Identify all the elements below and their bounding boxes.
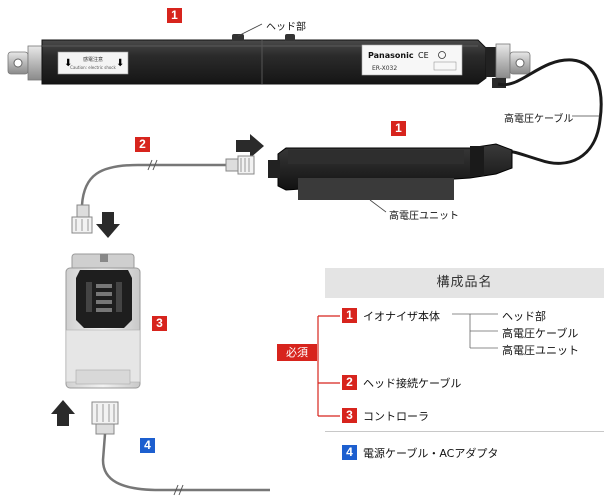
component-table-title: 構成品名 bbox=[436, 275, 493, 290]
sub-item-hv-unit: 高電圧ユニット bbox=[502, 344, 579, 357]
row-power-cable: 電源ケーブル・ACアダプタ bbox=[363, 447, 499, 460]
badge-4: 4 bbox=[140, 438, 155, 453]
svg-text:⬇: ⬇ bbox=[64, 58, 72, 69]
required-bracket bbox=[317, 315, 340, 417]
hv-cable-callout: 高電圧ケーブル bbox=[504, 114, 574, 125]
head-callout: ヘッド部 bbox=[266, 22, 306, 33]
table-badge-4: 4 bbox=[342, 445, 357, 460]
controller bbox=[65, 253, 141, 389]
sub-item-hv-cable: 高電圧ケーブル bbox=[502, 327, 579, 340]
required-tag: 必須 bbox=[277, 344, 317, 361]
table-badge-1: 1 bbox=[342, 308, 357, 323]
power-cable bbox=[91, 401, 270, 496]
ionizer-head: ⬇ ⬇ 感電注意 Caution: electric shock Panason… bbox=[7, 34, 531, 88]
component-table-header bbox=[325, 268, 604, 298]
table-badge-2: 2 bbox=[342, 375, 357, 390]
badge-1-unit: 1 bbox=[391, 121, 406, 136]
callout-line-hv-unit bbox=[369, 199, 387, 213]
badge-2: 2 bbox=[135, 137, 150, 152]
head-connection-cable bbox=[71, 155, 255, 234]
cert-mark: CE bbox=[418, 51, 429, 60]
warning-label-jp: 感電注意 bbox=[83, 56, 103, 63]
callout-line-head bbox=[237, 23, 263, 37]
badge-3: 3 bbox=[152, 316, 167, 331]
brand-label: Panasonic bbox=[368, 51, 414, 60]
brush-bristles bbox=[298, 178, 454, 200]
sub-item-head: ヘッド部 bbox=[502, 310, 546, 323]
hv-unit-callout: 高電圧ユニット bbox=[389, 211, 459, 222]
hv-cable bbox=[497, 58, 603, 165]
arrow-down-icon bbox=[96, 212, 120, 238]
table-badge-3: 3 bbox=[342, 408, 357, 423]
row-controller: コントローラ bbox=[363, 410, 429, 423]
arrow-up-icon bbox=[51, 400, 75, 426]
warning-label-en: Caution: electric shock bbox=[70, 65, 116, 70]
badge-1-head: 1 bbox=[167, 8, 182, 23]
row-head-cable: ヘッド接続ケーブル bbox=[363, 377, 462, 390]
component-table: 構成品名 1 イオナイザ本体 ヘッド部 高電圧ケーブル 高電圧ユニット 2 ヘッ… bbox=[325, 268, 604, 468]
model-label: ER-X032 bbox=[372, 65, 397, 72]
hv-unit bbox=[268, 143, 513, 200]
sub-item-bracket bbox=[452, 313, 498, 349]
svg-text:⬇: ⬇ bbox=[116, 58, 124, 69]
arrow-right-icon bbox=[236, 134, 264, 158]
row-ionizer-main: イオナイザ本体 bbox=[363, 310, 440, 323]
table-divider bbox=[325, 431, 604, 432]
